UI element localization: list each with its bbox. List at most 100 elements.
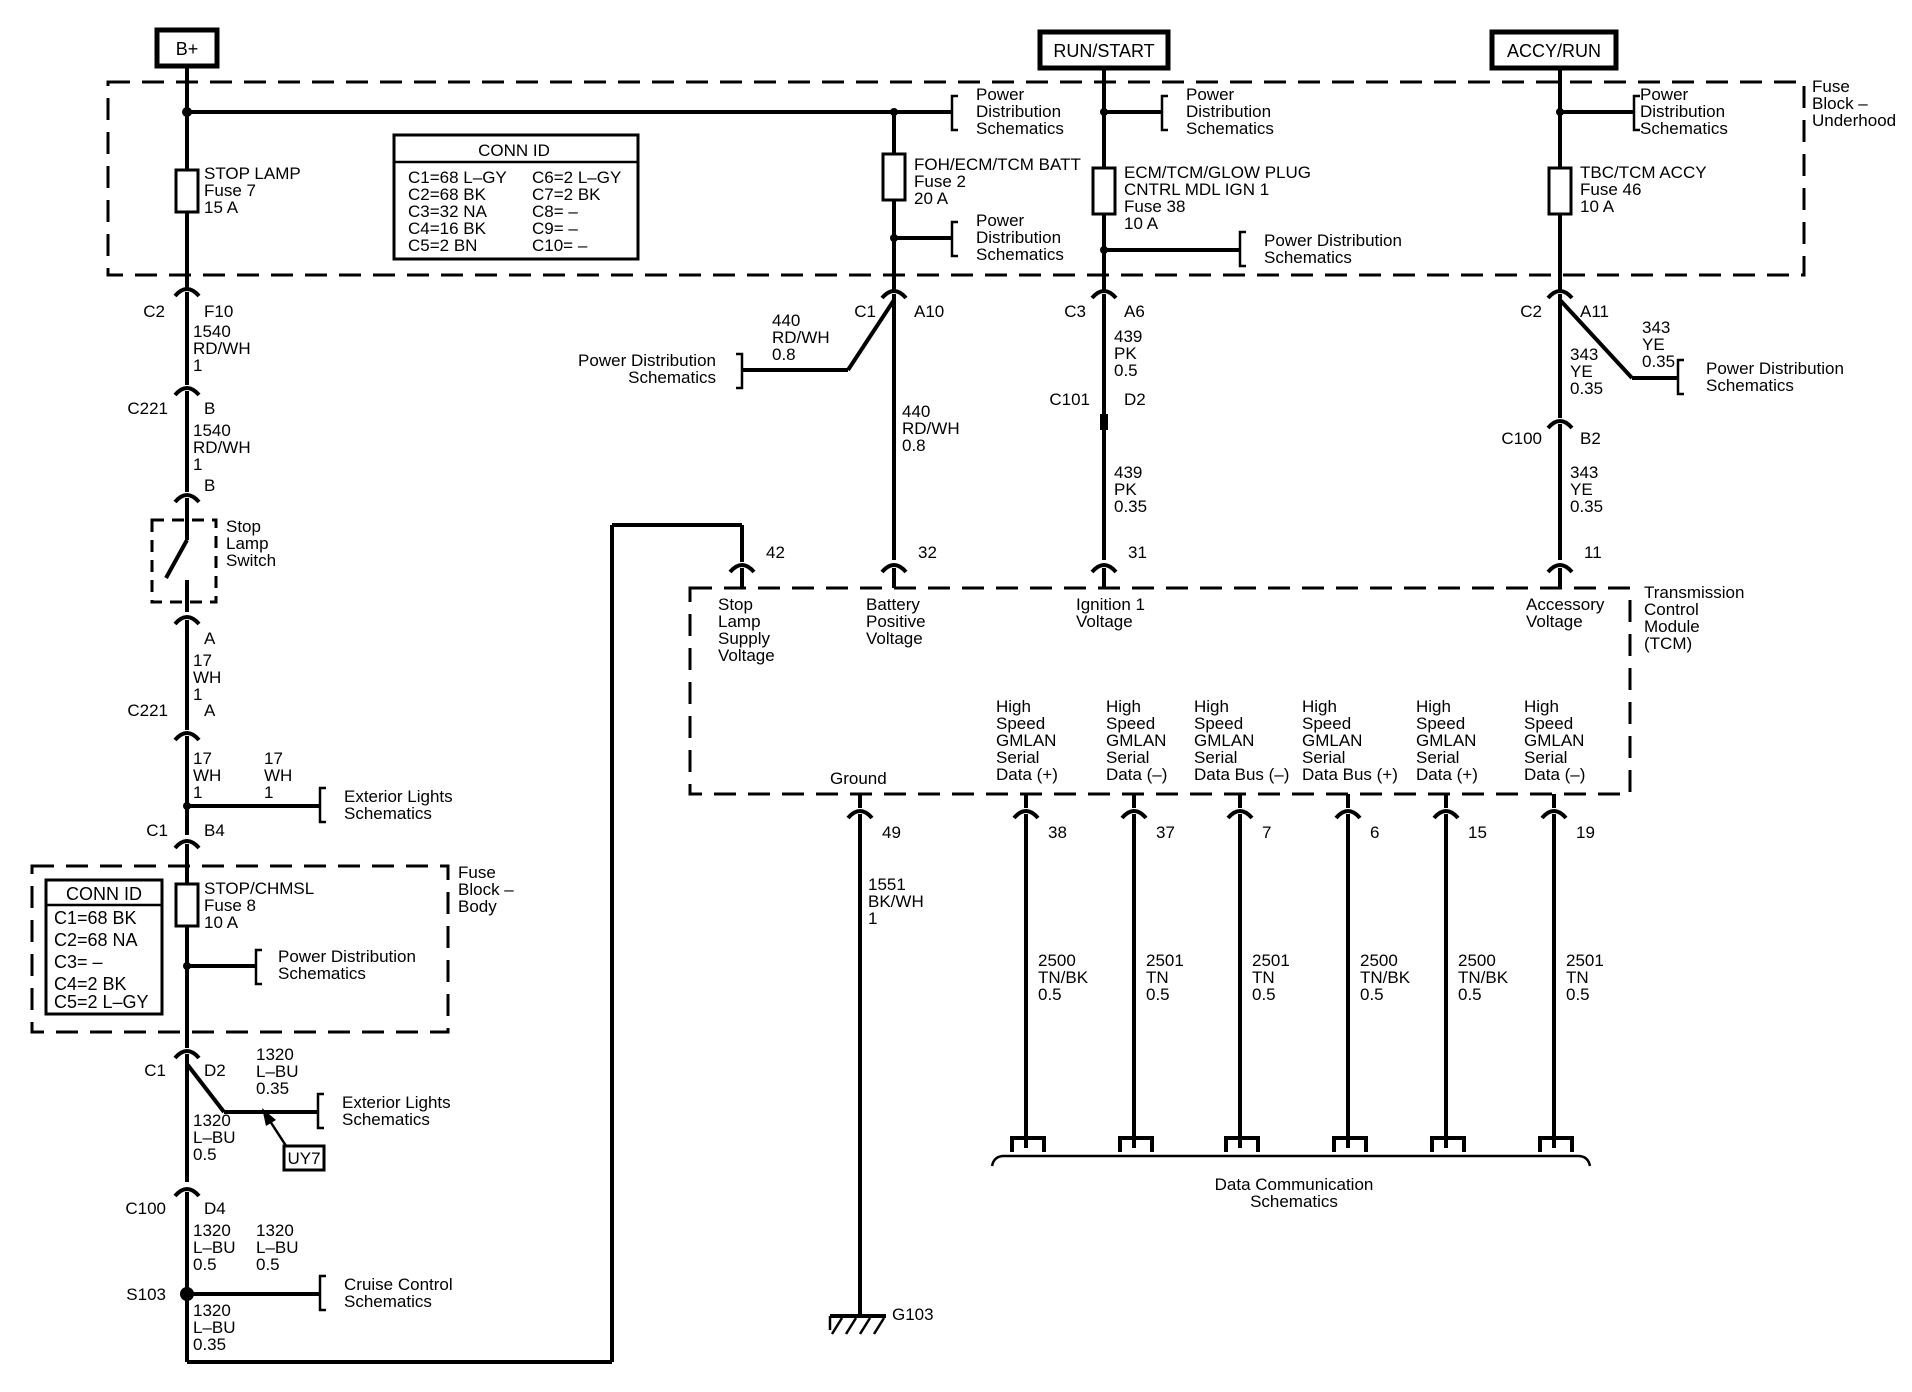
tcm-pin-38: High Speed GMLAN Serial Data (+) 38 2500… <box>996 697 1089 1152</box>
power-dist-ref-ecm-1: Power Distribution Schematics <box>1160 85 1276 138</box>
svg-text:C4=2 BK: C4=2 BK <box>54 974 127 994</box>
fuse-block-underhood-label: Fuse Block – Underhood <box>1812 77 1896 130</box>
power-dist-ref-440: Power Distribution Schematics <box>578 351 744 390</box>
tcm-title: Transmission Control Module (TCM) <box>1644 583 1749 653</box>
svg-text:C7=2 BK: C7=2 BK <box>532 185 601 204</box>
svg-text:Power Distribution: Power Distribution <box>1264 231 1402 250</box>
wire-343-upper: 343 YE 0.35 <box>1570 345 1603 398</box>
tcm-pin-31: 31 Ignition 1 Voltage <box>1076 543 1150 631</box>
svg-text:2500 TN/BK 0.5: 2500 TN/BK 0.5 <box>1360 951 1415 1004</box>
tcm-pin-15: High Speed GMLAN Serial Data (+) 15 2500… <box>1416 697 1513 1152</box>
power-dist-ref-body: Power Distribution Schematics <box>254 947 416 986</box>
svg-text:Ground: Ground <box>830 769 887 788</box>
svg-text:1551 BK/WH 1: 1551 BK/WH 1 <box>868 875 928 928</box>
wire-440-down: 440 RD/WH 0.8 <box>902 402 964 455</box>
cruise-control-ref: Cruise Control Schematics <box>318 1274 453 1312</box>
svg-text:B+: B+ <box>176 39 199 59</box>
svg-text:Data Communication: Data Communication <box>1215 1175 1374 1194</box>
conn-d4: D4 <box>204 1199 226 1218</box>
stop-lamp-circuit <box>150 66 952 1364</box>
svg-text:Cruise Control: Cruise Control <box>344 1275 453 1294</box>
conn-c221-a: C221 <box>127 701 168 720</box>
tcm-pin-11: 11 Accessory Voltage <box>1526 543 1609 631</box>
conn-a-1: A <box>204 629 216 648</box>
conn-b2: B2 <box>1580 429 1601 448</box>
conn-c100-d4: C100 <box>125 1199 166 1218</box>
wire-440-branch: 440 RD/WH 0.8 <box>772 311 834 364</box>
svg-text:Power Distribution: Power Distribution <box>1706 359 1844 378</box>
wire-17-left-a: 17 WH 1 <box>193 651 226 704</box>
svg-text:C5=2 L–GY: C5=2 L–GY <box>54 992 149 1012</box>
svg-text:CONN ID: CONN ID <box>478 141 550 160</box>
svg-text:High Speed GMLAN: High Speed GMLAN Serial Data (+) <box>996 697 1061 784</box>
svg-text:19: 19 <box>1576 823 1595 842</box>
conn-c2-right: C2 <box>1520 302 1542 321</box>
wire-17-right: 17 WH 1 <box>264 749 297 802</box>
svg-text:G103: G103 <box>892 1305 934 1324</box>
source-bplus: B+ <box>154 27 220 69</box>
tcm-pin-7: High Speed GMLAN Serial Data Bus (–) 7 2… <box>1194 697 1290 1152</box>
svg-text:Exterior Lights: Exterior Lights <box>344 787 453 806</box>
svg-text:2501 TN 0.5: 2501 TN 0.5 <box>1566 951 1609 1004</box>
splice-s103: S103 <box>126 1285 166 1304</box>
svg-text:Schematics: Schematics <box>1706 376 1794 395</box>
svg-text:C3=32 NA: C3=32 NA <box>408 202 488 221</box>
fuse-block-body-label: Fuse Block – Body <box>458 863 518 916</box>
svg-text:High Speed GMLAN: High Speed GMLAN Serial Data (–) <box>1524 697 1589 784</box>
tcm-pin-49-ground: Ground 49 1551 BK/WH 1 G103 <box>828 769 934 1335</box>
svg-text:Exterior Lights: Exterior Lights <box>342 1093 451 1112</box>
svg-text:Schematics: Schematics <box>344 1292 432 1311</box>
conn-a-2: A <box>204 701 216 720</box>
svg-text:15: 15 <box>1468 823 1487 842</box>
conn-c100-b2: C100 <box>1501 429 1542 448</box>
svg-text:Stop Lamp Supply: Stop Lamp Supply Voltage <box>718 595 775 665</box>
svg-text:Power Distribution: Power Distribution Schematics <box>1640 85 1730 138</box>
power-dist-ref-343: Power Distribution Schematics <box>1676 358 1844 396</box>
wire-1540-top: 1540 RD/WH 1 <box>193 322 255 375</box>
svg-text:2500 TN/BK 0.5: 2500 TN/BK 0.5 <box>1458 951 1513 1004</box>
svg-text:Schematics: Schematics <box>278 964 366 983</box>
fuse-block-underhood-outline <box>106 80 1806 277</box>
wire-343-lower: 343 YE 0.35 <box>1570 463 1603 516</box>
battery-circuit <box>742 108 952 560</box>
conn-c101: C101 <box>1049 390 1090 409</box>
svg-text:C1=68 BK: C1=68 BK <box>54 908 137 928</box>
svg-text:2501 TN 0.5: 2501 TN 0.5 <box>1146 951 1189 1004</box>
svg-text:42: 42 <box>766 543 785 562</box>
tcm-pin-32: 32 Battery Positive Voltage <box>866 543 937 648</box>
fuse-stop-chmsl-label: STOP/CHMSL Fuse 8 10 A <box>204 879 318 932</box>
tcm-pin-37: High Speed GMLAN Serial Data (–) 37 2501… <box>1106 697 1189 1152</box>
svg-text:Ignition 1 Voltage: Ignition 1 Voltage <box>1076 595 1150 631</box>
svg-text:Schematics: Schematics <box>344 804 432 823</box>
conn-d2-c101: D2 <box>1124 390 1146 409</box>
svg-text:C1=68 L–GY: C1=68 L–GY <box>408 168 507 187</box>
conn-id-body: CONN ID C1=68 BK C2=68 NA C3= – C4=2 BK … <box>44 878 164 1016</box>
svg-text:Schematics: Schematics <box>342 1110 430 1129</box>
svg-text:Power Distribution: Power Distribution Schematics <box>1186 85 1276 138</box>
svg-text:C4=16 BK: C4=16 BK <box>408 219 487 238</box>
svg-text:C6=2 L–GY: C6=2 L–GY <box>532 168 621 187</box>
svg-text:High Speed GMLAN: High Speed GMLAN Serial Data Bus (–) <box>1194 697 1289 784</box>
svg-text:Power Distribution: Power Distribution Schematics <box>976 85 1066 138</box>
svg-text:Accessory Voltage: Accessory Voltage <box>1526 595 1609 631</box>
conn-id-underhood: CONN ID C1=68 L–GY C2=68 BK C3=32 NA C4=… <box>392 133 640 261</box>
svg-text:UY7: UY7 <box>287 1149 320 1168</box>
conn-c2-left: C2 <box>143 302 165 321</box>
power-dist-ref-accy-1: Power Distribution Schematics <box>1632 85 1730 138</box>
tcm-pin-42: 42 Stop Lamp Supply Voltage <box>718 543 785 665</box>
svg-text:Schematics: Schematics <box>628 368 716 387</box>
svg-text:High Speed GMLAN: High Speed GMLAN Serial Data (+) <box>1416 697 1481 784</box>
svg-text:6: 6 <box>1370 823 1379 842</box>
tcm-outline <box>688 586 1632 796</box>
svg-text:C8= –: C8= – <box>532 202 578 221</box>
svg-text:31: 31 <box>1128 543 1147 562</box>
power-dist-ref-foh-1: Power Distribution Schematics <box>950 85 1066 138</box>
svg-text:C3= –: C3= – <box>54 952 103 972</box>
conn-f10: F10 <box>204 302 233 321</box>
fuse-stop-lamp-label: STOP LAMP Fuse 7 15 A <box>204 164 305 217</box>
conn-c221-b: C221 <box>127 399 168 418</box>
svg-text:49: 49 <box>882 823 901 842</box>
svg-text:C9= –: C9= – <box>532 219 578 238</box>
svg-text:RUN/START: RUN/START <box>1053 41 1154 61</box>
